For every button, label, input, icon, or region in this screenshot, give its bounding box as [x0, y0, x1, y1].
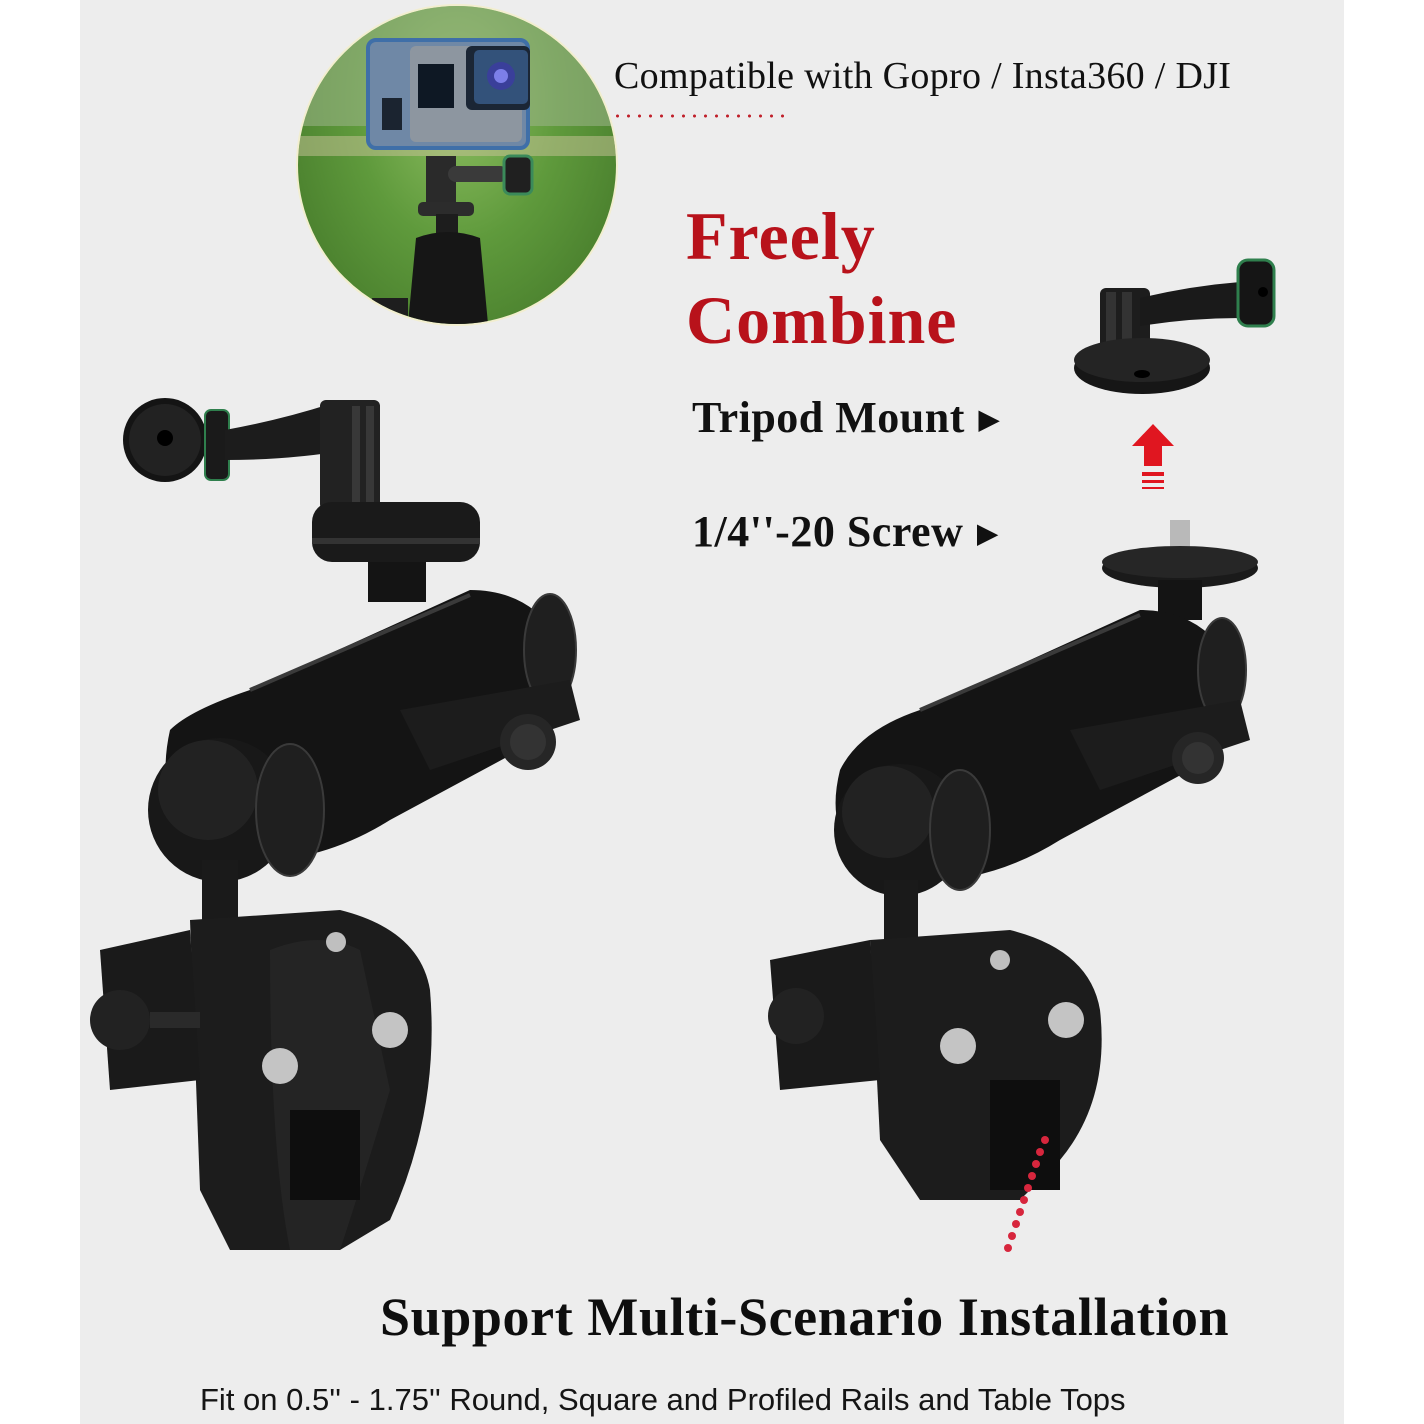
inset-camera-photo: [296, 4, 618, 326]
footer-subtitle: Fit on 0.5'' - 1.75'' Round, Square and …: [200, 1382, 1126, 1417]
tripod-adapter-icon: [1074, 258, 1276, 394]
callout-tripod-mount: Tripod Mount ▶: [692, 392, 999, 443]
callout-label: 1/4''-20 Screw: [692, 507, 964, 556]
headline: Freely Combine: [686, 194, 957, 362]
callout-label: Tripod Mount: [692, 393, 965, 442]
headline-line-2: Combine: [686, 282, 958, 358]
arrow-right-icon: ▶: [978, 405, 1000, 434]
dotted-pointer-icon: [1004, 1136, 1049, 1252]
arrow-up-icon: [1132, 424, 1174, 489]
callout-screw: 1/4''-20 Screw ▶: [692, 506, 998, 557]
dotted-underline: [612, 114, 792, 118]
compatibility-text: Compatible with Gopro / Insta360 / DJI: [614, 55, 1232, 97]
footer-title: Support Multi-Scenario Installation: [380, 1287, 1230, 1347]
headline-line-1: Freely: [686, 198, 876, 274]
action-camera-icon: [298, 6, 616, 324]
disassembled-mount-product: [768, 520, 1258, 1252]
arrow-right-icon: ▶: [977, 519, 998, 548]
assembled-mount-product: [90, 398, 580, 1250]
